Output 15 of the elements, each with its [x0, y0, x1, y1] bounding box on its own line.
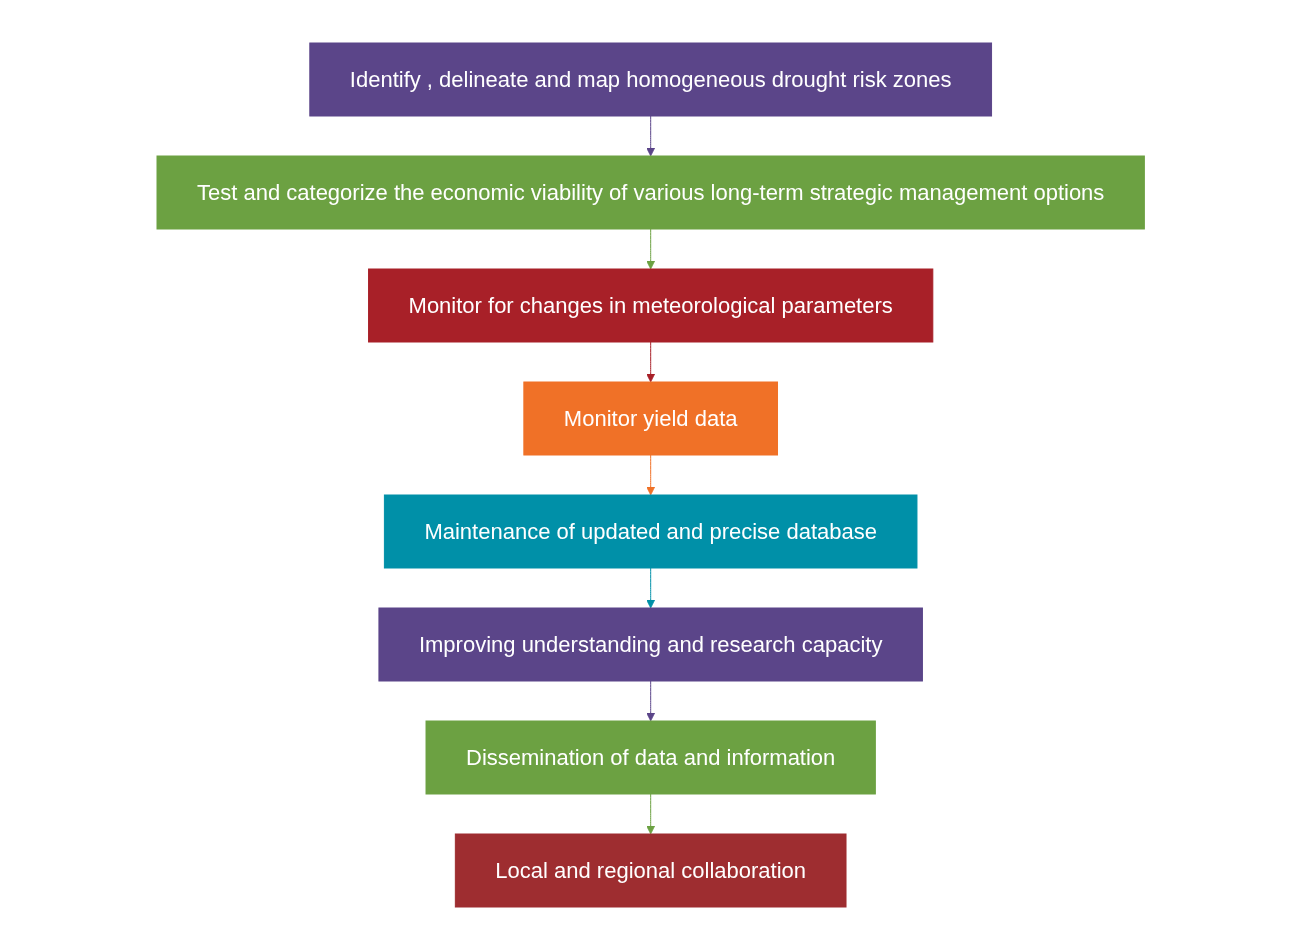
arrow [646, 793, 656, 834]
arrow [646, 454, 656, 495]
node-box: Monitor yield data [523, 381, 779, 455]
node-box: Local and regional collaboration [455, 833, 847, 907]
arrow [646, 341, 656, 382]
node-box: Dissemination of data and information [425, 720, 877, 794]
node-box: Monitor for changes in meteorological parameters [368, 268, 934, 342]
arrow [646, 680, 656, 721]
node-box: Test and categorize the economic viability of various long-term strategic management options [156, 155, 1146, 229]
node-box: Improving understanding and research capacity [378, 607, 924, 681]
node-box: Identify , delineate and map homogeneous drought risk zones [309, 42, 993, 116]
arrow [646, 228, 656, 269]
arrow [646, 567, 656, 608]
arrow [646, 115, 656, 156]
node-box: Maintenance of updated and precise database [384, 494, 918, 568]
